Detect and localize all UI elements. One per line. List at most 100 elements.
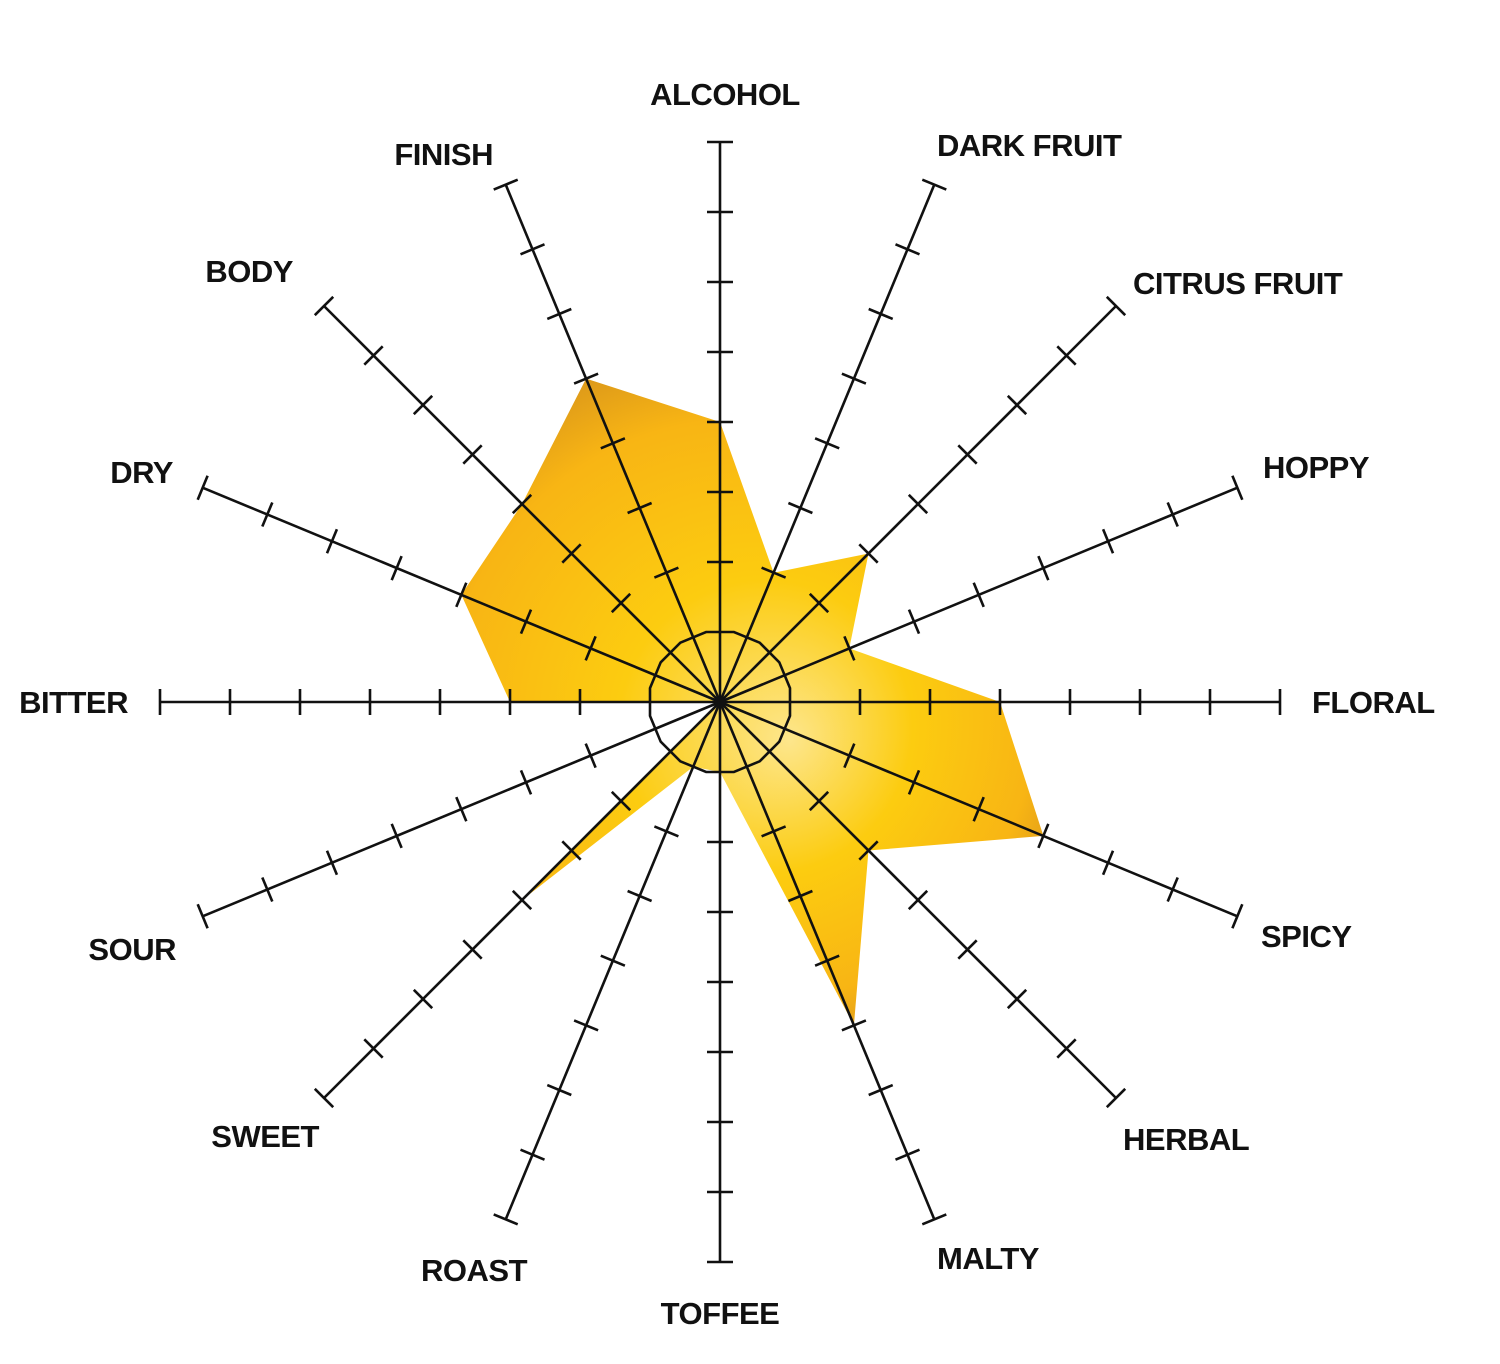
tick-mark — [261, 877, 274, 902]
tick-mark — [546, 307, 572, 321]
tick-mark — [511, 889, 533, 911]
tick-mark — [1006, 394, 1028, 416]
axis-label-roast: ROAST — [421, 1253, 528, 1288]
tick-mark — [1101, 850, 1115, 876]
tick-mark — [653, 566, 679, 579]
inner-ring-layer — [648, 630, 792, 774]
axis-citrus-fruit — [719, 295, 1127, 703]
tick-mark — [868, 307, 894, 321]
axis-sweet — [313, 701, 721, 1109]
axis-label-alcohol: ALCOHOL — [650, 77, 800, 112]
tick-mark — [653, 825, 679, 838]
axis-label-body: BODY — [205, 254, 293, 289]
tick-mark — [261, 502, 274, 527]
tick-mark — [1166, 502, 1179, 527]
axis-label-finish: FINISH — [394, 137, 493, 172]
axis-finish — [493, 178, 722, 703]
tick-mark — [493, 178, 519, 191]
axis-floral — [720, 689, 1282, 715]
tick-mark — [584, 743, 597, 769]
axis-label-dry: DRY — [110, 455, 174, 490]
tick-mark — [841, 1019, 867, 1032]
axis-label-dark-fruit: DARK FRUIT — [937, 128, 1122, 163]
axis-label-floral: FLORAL — [1312, 685, 1435, 720]
axis-hoppy — [719, 475, 1244, 704]
axis-malty — [718, 701, 947, 1226]
axis-dry — [196, 475, 721, 704]
tick-mark — [841, 372, 867, 385]
axes-layer — [158, 140, 1282, 1264]
tick-mark — [519, 609, 533, 635]
axis-alcohol — [707, 140, 733, 702]
axis-label-bitter: BITTER — [19, 685, 128, 720]
tick-mark — [1101, 528, 1115, 554]
tick-mark — [1105, 1087, 1127, 1109]
tick-mark — [390, 555, 403, 581]
center-hub — [714, 696, 726, 708]
tick-mark — [546, 1083, 572, 1097]
tick-mark — [907, 889, 929, 911]
axis-label-hoppy: HOPPY — [1263, 450, 1370, 485]
tick-mark — [1231, 475, 1244, 501]
tick-mark — [1105, 295, 1127, 317]
tick-mark — [814, 437, 840, 450]
tick-mark — [493, 1213, 519, 1226]
tick-mark — [511, 493, 533, 515]
inner-ring — [648, 630, 792, 774]
tick-mark — [610, 592, 632, 614]
tick-mark — [814, 954, 840, 967]
tick-mark — [313, 295, 335, 317]
axis-dark-fruit — [718, 178, 947, 703]
axis-label-spicy: SPICY — [1261, 919, 1352, 954]
tick-mark — [808, 592, 830, 614]
tick-mark — [412, 394, 434, 416]
tick-mark — [1056, 345, 1077, 366]
tick-mark — [196, 475, 209, 501]
tick-mark — [573, 372, 599, 385]
tick-mark — [907, 493, 929, 515]
tick-mark — [921, 1213, 947, 1226]
tick-mark — [519, 769, 533, 795]
tick-mark — [455, 796, 468, 822]
tick-mark — [520, 243, 545, 256]
tick-mark — [972, 582, 985, 608]
tick-mark — [787, 889, 813, 903]
axis-label-herbal: HERBAL — [1123, 1122, 1249, 1157]
tick-mark — [907, 609, 921, 635]
tick-mark — [858, 543, 879, 564]
tick-mark — [1037, 823, 1050, 849]
tick-mark — [1231, 903, 1244, 929]
tick-mark — [561, 543, 582, 564]
tick-mark — [868, 1083, 894, 1097]
tick-mark — [325, 850, 339, 876]
tick-mark — [1056, 1038, 1077, 1059]
axis-body — [313, 295, 721, 703]
tick-mark — [907, 769, 921, 795]
tick-mark — [462, 939, 483, 960]
tick-mark — [843, 743, 856, 769]
axis-label-sweet: SWEET — [211, 1119, 319, 1154]
tick-mark — [1037, 555, 1050, 581]
axis-sour — [196, 700, 721, 929]
axis-label-citrus-fruit: CITRUS FRUIT — [1133, 266, 1343, 301]
axis-labels-layer: ALCOHOL DARK FRUIT CITRUS FRUIT HOPPY FLORAL… — [19, 77, 1435, 1331]
tick-mark — [895, 1148, 920, 1161]
tick-mark — [390, 823, 403, 849]
tick-mark — [561, 840, 582, 861]
tick-mark — [957, 939, 978, 960]
tick-mark — [600, 954, 626, 967]
tick-mark — [858, 840, 879, 861]
tick-mark — [627, 501, 653, 515]
tick-mark — [761, 566, 787, 579]
tick-mark — [573, 1019, 599, 1032]
axis-label-toffee: TOFFEE — [661, 1296, 780, 1331]
tick-mark — [520, 1148, 545, 1161]
tick-mark — [455, 582, 468, 608]
axis-roast — [493, 701, 722, 1226]
tick-mark — [196, 903, 209, 929]
axis-label-sour: SOUR — [88, 932, 176, 967]
tick-mark — [462, 444, 483, 465]
tick-mark — [957, 444, 978, 465]
tick-mark — [895, 243, 920, 256]
